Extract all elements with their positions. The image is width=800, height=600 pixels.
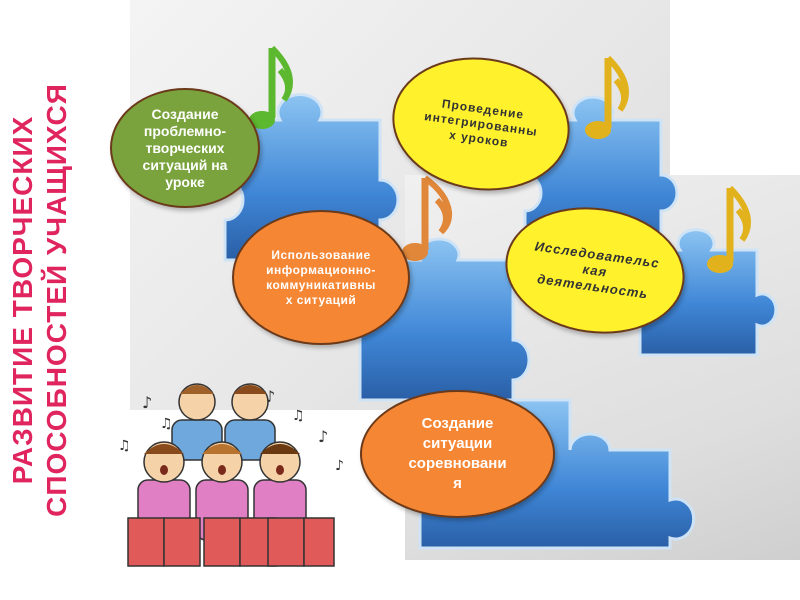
bubble-text: Создание проблемно- творческих ситуаций … (142, 105, 228, 190)
bubble-problem-creative-situations: Создание проблемно- творческих ситуаций … (110, 88, 260, 208)
bubble-text: Создание ситуации соревновани я (408, 415, 507, 492)
bubble-text: Проведение интегрированны х уроков (423, 95, 539, 150)
svg-text:♫: ♫ (292, 408, 305, 424)
bubble-text: Использование информационно- коммуникати… (266, 247, 376, 307)
bubble-competition-situation: Создание ситуации соревновани я (360, 390, 555, 518)
svg-text:♪: ♪ (335, 458, 344, 474)
music-note-icon (402, 175, 453, 261)
bubble-text: Исследовательс кая деятельность (533, 237, 661, 302)
bubble-ict-situations: Использование информационно- коммуникати… (232, 210, 410, 345)
svg-text:♪: ♪ (318, 427, 328, 446)
music-note-icon (249, 45, 294, 129)
svg-text:♫: ♫ (118, 438, 131, 454)
svg-text:♫: ♫ (160, 416, 173, 432)
svg-text:♪: ♪ (142, 393, 152, 412)
music-note-icon (707, 185, 752, 273)
singing-choir-illustration: ♪ ♫ ♪ ♫ ♪ ♫ ♪ (118, 383, 344, 567)
music-note-icon (585, 55, 630, 139)
svg-text:♪: ♪ (265, 387, 275, 406)
